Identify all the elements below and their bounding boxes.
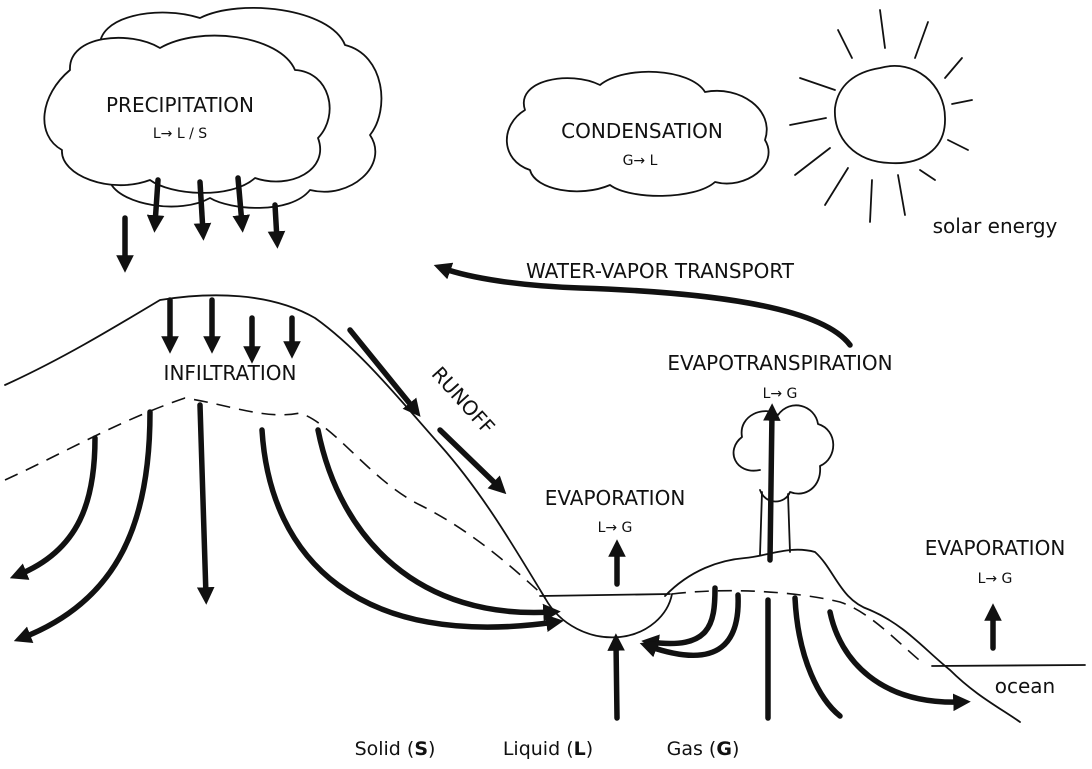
water-vapor-transport-label: WATER-VAPOR TRANSPORT xyxy=(526,259,795,283)
ocean-label: ocean xyxy=(995,674,1055,698)
runoff-label: RUNOFF xyxy=(427,362,500,439)
water-table-left xyxy=(4,397,546,598)
evaporation-ocean-change-label: L→ G xyxy=(978,571,1013,587)
evapotranspiration-arrow xyxy=(763,403,781,563)
solar-energy-label: solar energy xyxy=(933,214,1058,238)
runoff-arrows xyxy=(347,327,507,495)
ocean-surface xyxy=(931,664,1086,667)
evaporation-lake-change-label: L→ G xyxy=(598,520,633,536)
legend-solid: Solid (S) xyxy=(355,738,436,760)
precipitation-cloud xyxy=(43,7,383,209)
water-vapor-transport-arrow xyxy=(433,262,853,348)
legend: Solid (S) Liquid (L) Gas (G) xyxy=(355,738,740,760)
evapotranspiration-change-label: L→ G xyxy=(763,386,798,402)
water-table-right xyxy=(671,589,926,666)
evapotranspiration-label: EVAPOTRANSPIRATION xyxy=(667,351,892,375)
precipitation-label: PRECIPITATION xyxy=(106,93,254,117)
legend-gas: Gas (G) xyxy=(667,738,740,760)
precipitation-arrows xyxy=(116,175,286,273)
condensation-label: CONDENSATION xyxy=(561,119,723,143)
hill-outline xyxy=(664,548,1021,723)
lake xyxy=(539,593,673,639)
infiltration-arrows xyxy=(161,297,301,364)
mountain-outline xyxy=(4,294,546,599)
infiltration-label: INFILTRATION xyxy=(164,361,297,385)
condensation-change-label: G→ L xyxy=(623,153,658,169)
evaporation-ocean-label: EVAPORATION xyxy=(925,536,1066,560)
tree-icon xyxy=(732,404,835,556)
precipitation-change-label: L→ L / S xyxy=(153,126,207,142)
groundwater-flow-arrows xyxy=(9,402,971,721)
legend-liquid: Liquid (L) xyxy=(503,738,593,760)
evaporation-lake-label: EVAPORATION xyxy=(545,486,686,510)
condensation-cloud xyxy=(505,70,770,197)
sun-icon xyxy=(789,9,973,223)
